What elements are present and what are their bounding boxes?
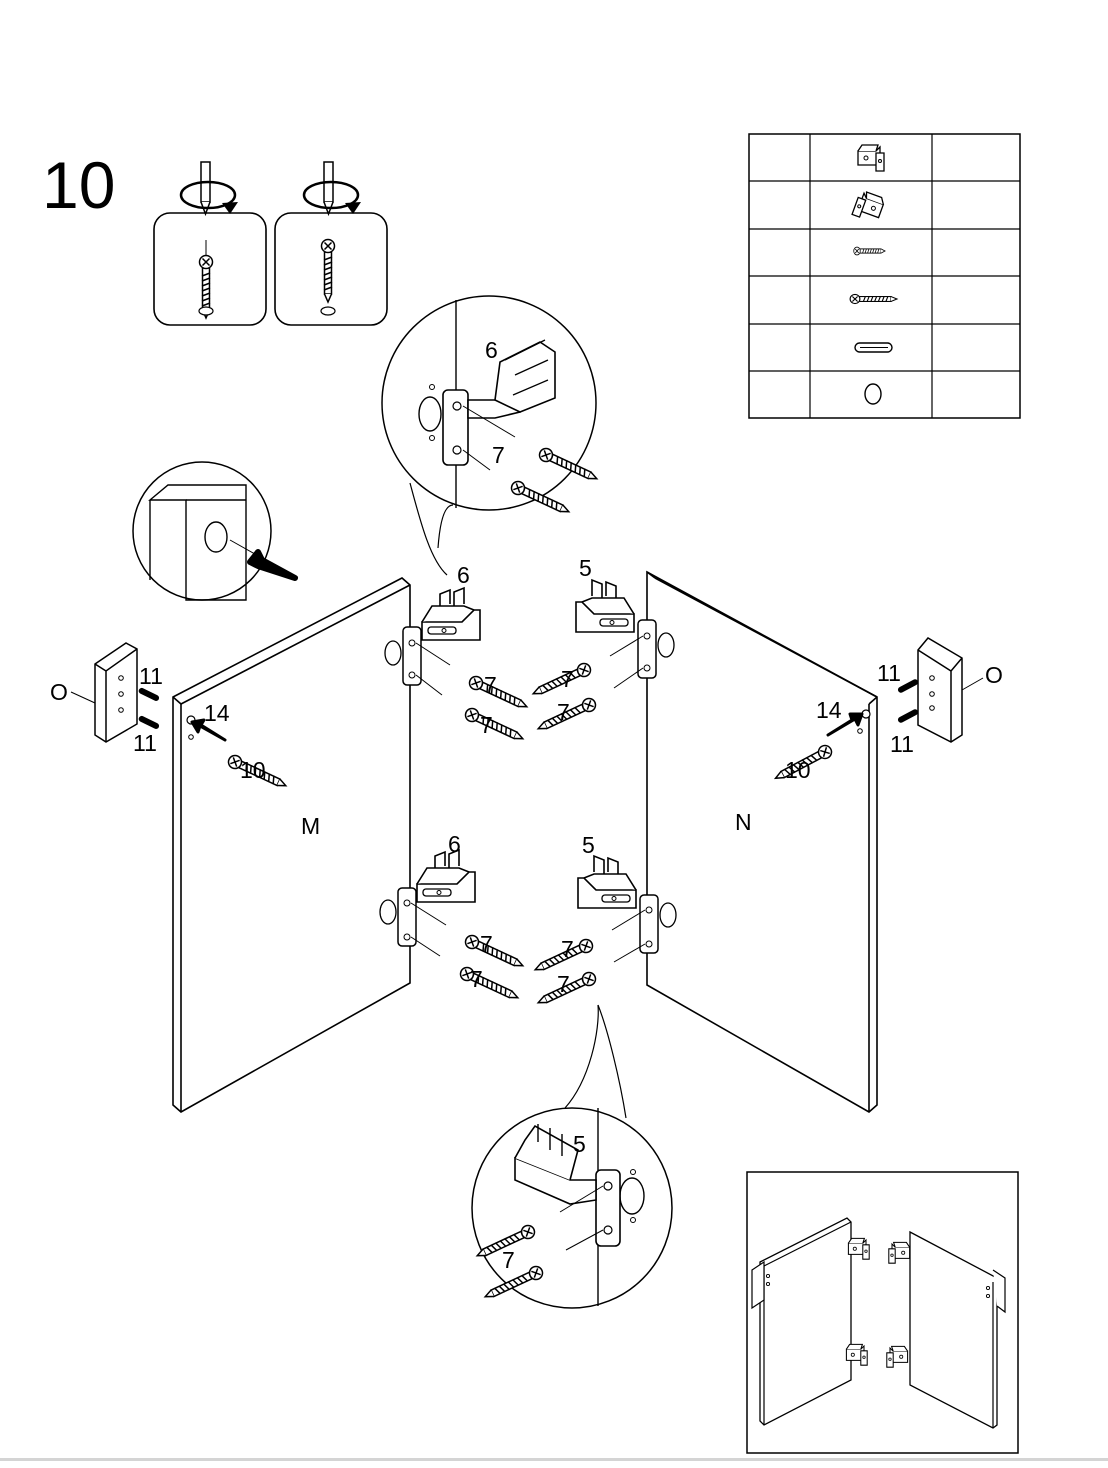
screw-7-inset-label-b: 7 [502, 1247, 515, 1273]
side-panel-o-left-label: O [50, 679, 68, 705]
hinge-6-inset-label: 6 [485, 337, 498, 363]
door-panel-n: N [646, 570, 878, 1113]
cap-14-label-left: 14 [204, 700, 230, 726]
hinge-5-upper-label: 5 [579, 555, 592, 581]
screw-10-label-right: 10 [785, 757, 811, 783]
assembly-overview-thumbnail [746, 1171, 1019, 1454]
dowel-11-label-left-upper: 11 [139, 663, 163, 689]
side-panel-o-left: O 11 11 14 10 [50, 642, 290, 793]
parts-table [748, 133, 1021, 419]
screw-7-label-6: 7 [557, 699, 570, 725]
screw-7-label-4: 7 [470, 966, 483, 992]
panel-m-label: M [301, 813, 320, 839]
hinge-5-detail-inset: 5 7 [471, 1004, 673, 1309]
screw-7-label-2: 7 [480, 712, 493, 738]
screw-10-label-left: 10 [240, 757, 266, 783]
hinge-5-upper: 5 7 7 [529, 555, 675, 736]
hinge-6-lower-label: 6 [448, 831, 461, 857]
cap-14-label-right: 14 [816, 697, 842, 723]
dowel-icon [854, 342, 893, 353]
side-panel-o-right: O 11 11 14 10 [771, 637, 1003, 785]
dowel-11-label-right-lower: 11 [890, 731, 914, 757]
screwdriver-tip-inset-flat [274, 161, 388, 326]
door-panel-m: M [172, 577, 411, 1113]
screw-7-inset-label-a: 7 [492, 442, 505, 468]
step-number: 10 [42, 148, 115, 222]
hinge-6-lower: 6 7 7 [379, 831, 527, 1005]
hinge-5-inset-label: 5 [573, 1131, 586, 1157]
hinge-5-lower-label: 5 [582, 832, 595, 858]
hinge-5-lower: 5 7 7 [531, 832, 677, 1010]
screwdriver-tip-inset-cross [153, 161, 267, 326]
hinge-6-upper: 6 7 7 [384, 562, 531, 746]
screw-7-label-8: 7 [557, 971, 570, 997]
dowel-hole-detail-inset [132, 461, 298, 601]
side-panel-o-right-label: O [985, 662, 1003, 688]
hinge-6-upper-label: 6 [457, 562, 470, 588]
dowel-11-label-left-lower: 11 [133, 730, 157, 756]
panel-n-label: N [735, 809, 752, 835]
screw-7-label-7: 7 [561, 936, 574, 962]
hinge-6-detail-inset: 6 7 [381, 295, 601, 576]
screw-7-label-5: 7 [561, 666, 574, 692]
page-bottom-rule [0, 1458, 1108, 1461]
screw-7-label-3: 7 [480, 931, 493, 957]
screw-7-label-1: 7 [484, 672, 497, 698]
cap-icon [864, 383, 882, 405]
dowel-11-label-right-upper: 11 [877, 660, 901, 686]
